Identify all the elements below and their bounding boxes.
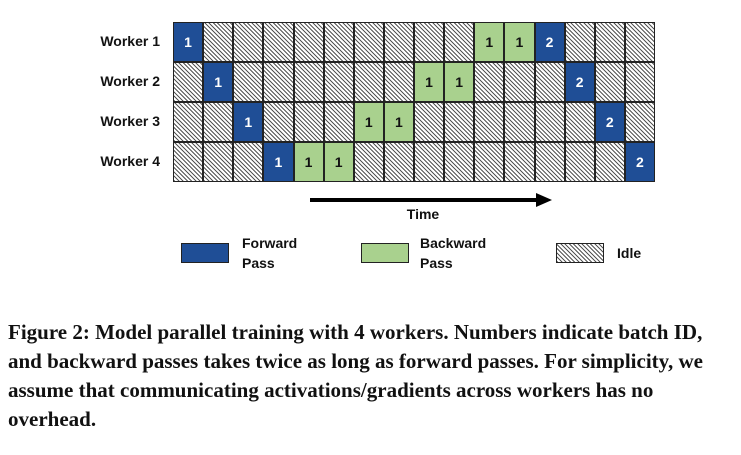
cell-idle bbox=[594, 22, 625, 62]
cell-idle bbox=[263, 62, 294, 102]
cell-idle bbox=[414, 102, 445, 142]
legend-backward-swatch bbox=[361, 243, 409, 263]
cell-idle bbox=[263, 102, 294, 142]
cell-idle bbox=[173, 62, 204, 102]
legend-idle-swatch bbox=[556, 243, 604, 263]
cell-idle bbox=[474, 102, 505, 142]
worker-3-label: Worker 3 bbox=[100, 113, 160, 129]
cell-forward-batch-2: 2 bbox=[594, 102, 625, 142]
cell-idle bbox=[564, 22, 595, 62]
cell-idle bbox=[323, 22, 354, 62]
cell-forward-batch-1: 1 bbox=[203, 62, 234, 102]
cell-forward-batch-1: 1 bbox=[233, 102, 264, 142]
cell-idle bbox=[233, 22, 264, 62]
legend-forward-line1: Forward bbox=[242, 235, 298, 251]
legend-backward-label: Backward Pass bbox=[420, 233, 486, 273]
cell-idle bbox=[444, 142, 475, 182]
time-axis-label: Time bbox=[406, 206, 440, 222]
cell-idle bbox=[624, 62, 655, 102]
cell-backward-batch-1: 1 bbox=[474, 22, 505, 62]
cell-idle bbox=[534, 102, 565, 142]
cell-backward-batch-1: 1 bbox=[293, 142, 324, 182]
cell-idle bbox=[293, 22, 324, 62]
cell-idle bbox=[594, 62, 625, 102]
cell-idle bbox=[203, 142, 234, 182]
cell-idle bbox=[624, 22, 655, 62]
cell-backward-batch-1: 1 bbox=[444, 62, 475, 102]
legend-backward-line2: Pass bbox=[420, 255, 453, 271]
cell-idle bbox=[624, 102, 655, 142]
cell-idle bbox=[323, 102, 354, 142]
cell-idle bbox=[383, 22, 414, 62]
cell-idle bbox=[444, 22, 475, 62]
cell-idle bbox=[474, 62, 505, 102]
cell-idle bbox=[383, 62, 414, 102]
worker-4-label: Worker 4 bbox=[100, 153, 160, 169]
legend-forward-swatch bbox=[181, 243, 229, 263]
cell-idle bbox=[444, 102, 475, 142]
cell-idle bbox=[504, 62, 535, 102]
cell-idle bbox=[564, 142, 595, 182]
cell-idle bbox=[263, 22, 294, 62]
cell-idle bbox=[203, 22, 234, 62]
cell-forward-batch-2: 2 bbox=[534, 22, 565, 62]
figure-caption: Figure 2: Model parallel training with 4… bbox=[8, 320, 703, 431]
cell-idle bbox=[323, 62, 354, 102]
cell-backward-batch-1: 1 bbox=[414, 62, 445, 102]
legend-idle-label: Idle bbox=[617, 245, 642, 261]
cell-backward-batch-1: 1 bbox=[383, 102, 414, 142]
legend-forward-line2: Pass bbox=[242, 255, 275, 271]
cell-idle bbox=[534, 62, 565, 102]
cell-idle bbox=[534, 142, 565, 182]
time-arrow-icon bbox=[310, 193, 552, 207]
cell-forward-batch-2: 2 bbox=[624, 142, 655, 182]
cell-forward-batch-2: 2 bbox=[564, 62, 595, 102]
worker-2-label: Worker 2 bbox=[100, 73, 160, 89]
cell-idle bbox=[383, 142, 414, 182]
cell-idle bbox=[564, 102, 595, 142]
cell-backward-batch-1: 1 bbox=[353, 102, 384, 142]
cell-idle bbox=[474, 142, 505, 182]
cell-forward-batch-1: 1 bbox=[173, 22, 204, 62]
cell-idle bbox=[594, 142, 625, 182]
cell-idle bbox=[173, 102, 204, 142]
cell-idle bbox=[233, 142, 264, 182]
worker-1-label: Worker 1 bbox=[100, 33, 160, 49]
cell-idle bbox=[504, 102, 535, 142]
cell-idle bbox=[353, 22, 384, 62]
cell-idle bbox=[293, 102, 324, 142]
cell-backward-batch-1: 1 bbox=[504, 22, 535, 62]
legend-forward-label: Forward Pass bbox=[242, 233, 297, 273]
cell-idle bbox=[353, 142, 384, 182]
cell-idle bbox=[353, 62, 384, 102]
cell-idle bbox=[414, 142, 445, 182]
cell-idle bbox=[504, 142, 535, 182]
cell-forward-batch-1: 1 bbox=[263, 142, 294, 182]
legend-backward-line1: Backward bbox=[420, 235, 487, 251]
cell-idle bbox=[414, 22, 445, 62]
cell-idle bbox=[293, 62, 324, 102]
cell-idle bbox=[173, 142, 204, 182]
cell-idle bbox=[233, 62, 264, 102]
cell-idle bbox=[203, 102, 234, 142]
cell-backward-batch-1: 1 bbox=[323, 142, 354, 182]
